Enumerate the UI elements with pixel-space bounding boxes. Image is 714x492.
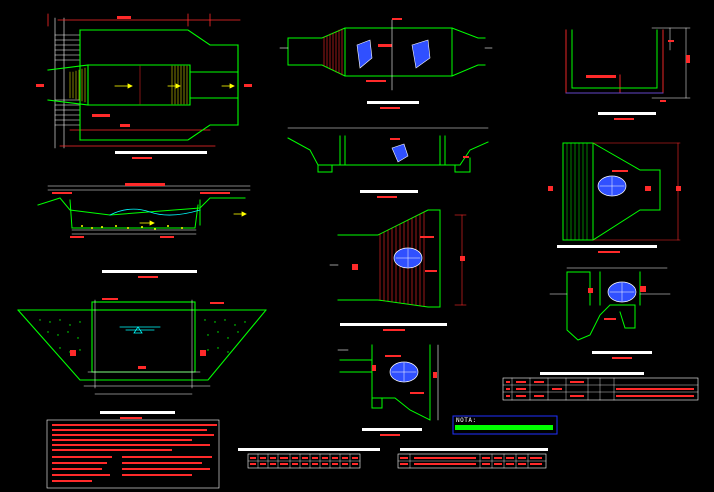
plan-view-small (279, 18, 493, 109)
transition-detail-title (362, 428, 422, 436)
u-section-title (598, 112, 656, 120)
longitudinal-section-title (102, 270, 197, 278)
plan-view-main-title (115, 151, 207, 159)
inlet-elevation (549, 267, 671, 359)
gate-symbol-icon (607, 281, 637, 303)
data-table-right (502, 372, 699, 401)
gate-symbol-icon (391, 143, 409, 163)
plan-view-small-title (367, 101, 419, 109)
inlet-plan (548, 142, 681, 253)
plan-view-main (36, 13, 252, 159)
gate-symbol-icon (356, 39, 431, 69)
notes-block (46, 419, 220, 489)
side-elevation (287, 127, 489, 198)
cross-section (17, 298, 267, 419)
cross-section-title (100, 411, 175, 419)
gate-symbol-icon (597, 175, 627, 197)
data-table-bottom-right (397, 448, 548, 469)
flow-arrow-icon (139, 211, 247, 226)
nota-box (452, 415, 558, 435)
nota-label: NOTA: (456, 417, 477, 424)
transition-plan (329, 209, 467, 331)
longitudinal-section (37, 183, 251, 278)
inlet-plan-title (557, 245, 657, 253)
gate-symbol-icon (389, 361, 419, 383)
left-hatch (54, 34, 81, 126)
transition-detail (337, 344, 439, 436)
side-elevation-title (360, 190, 418, 198)
backfill-hatch (39, 319, 246, 353)
inlet-elevation-title (592, 351, 652, 359)
u-section (565, 27, 691, 120)
transition-plan-title (340, 323, 447, 331)
data-table-bottom-left (238, 448, 380, 469)
gate-symbol-icon (393, 247, 423, 269)
flow-arrow-icon (114, 83, 235, 89)
